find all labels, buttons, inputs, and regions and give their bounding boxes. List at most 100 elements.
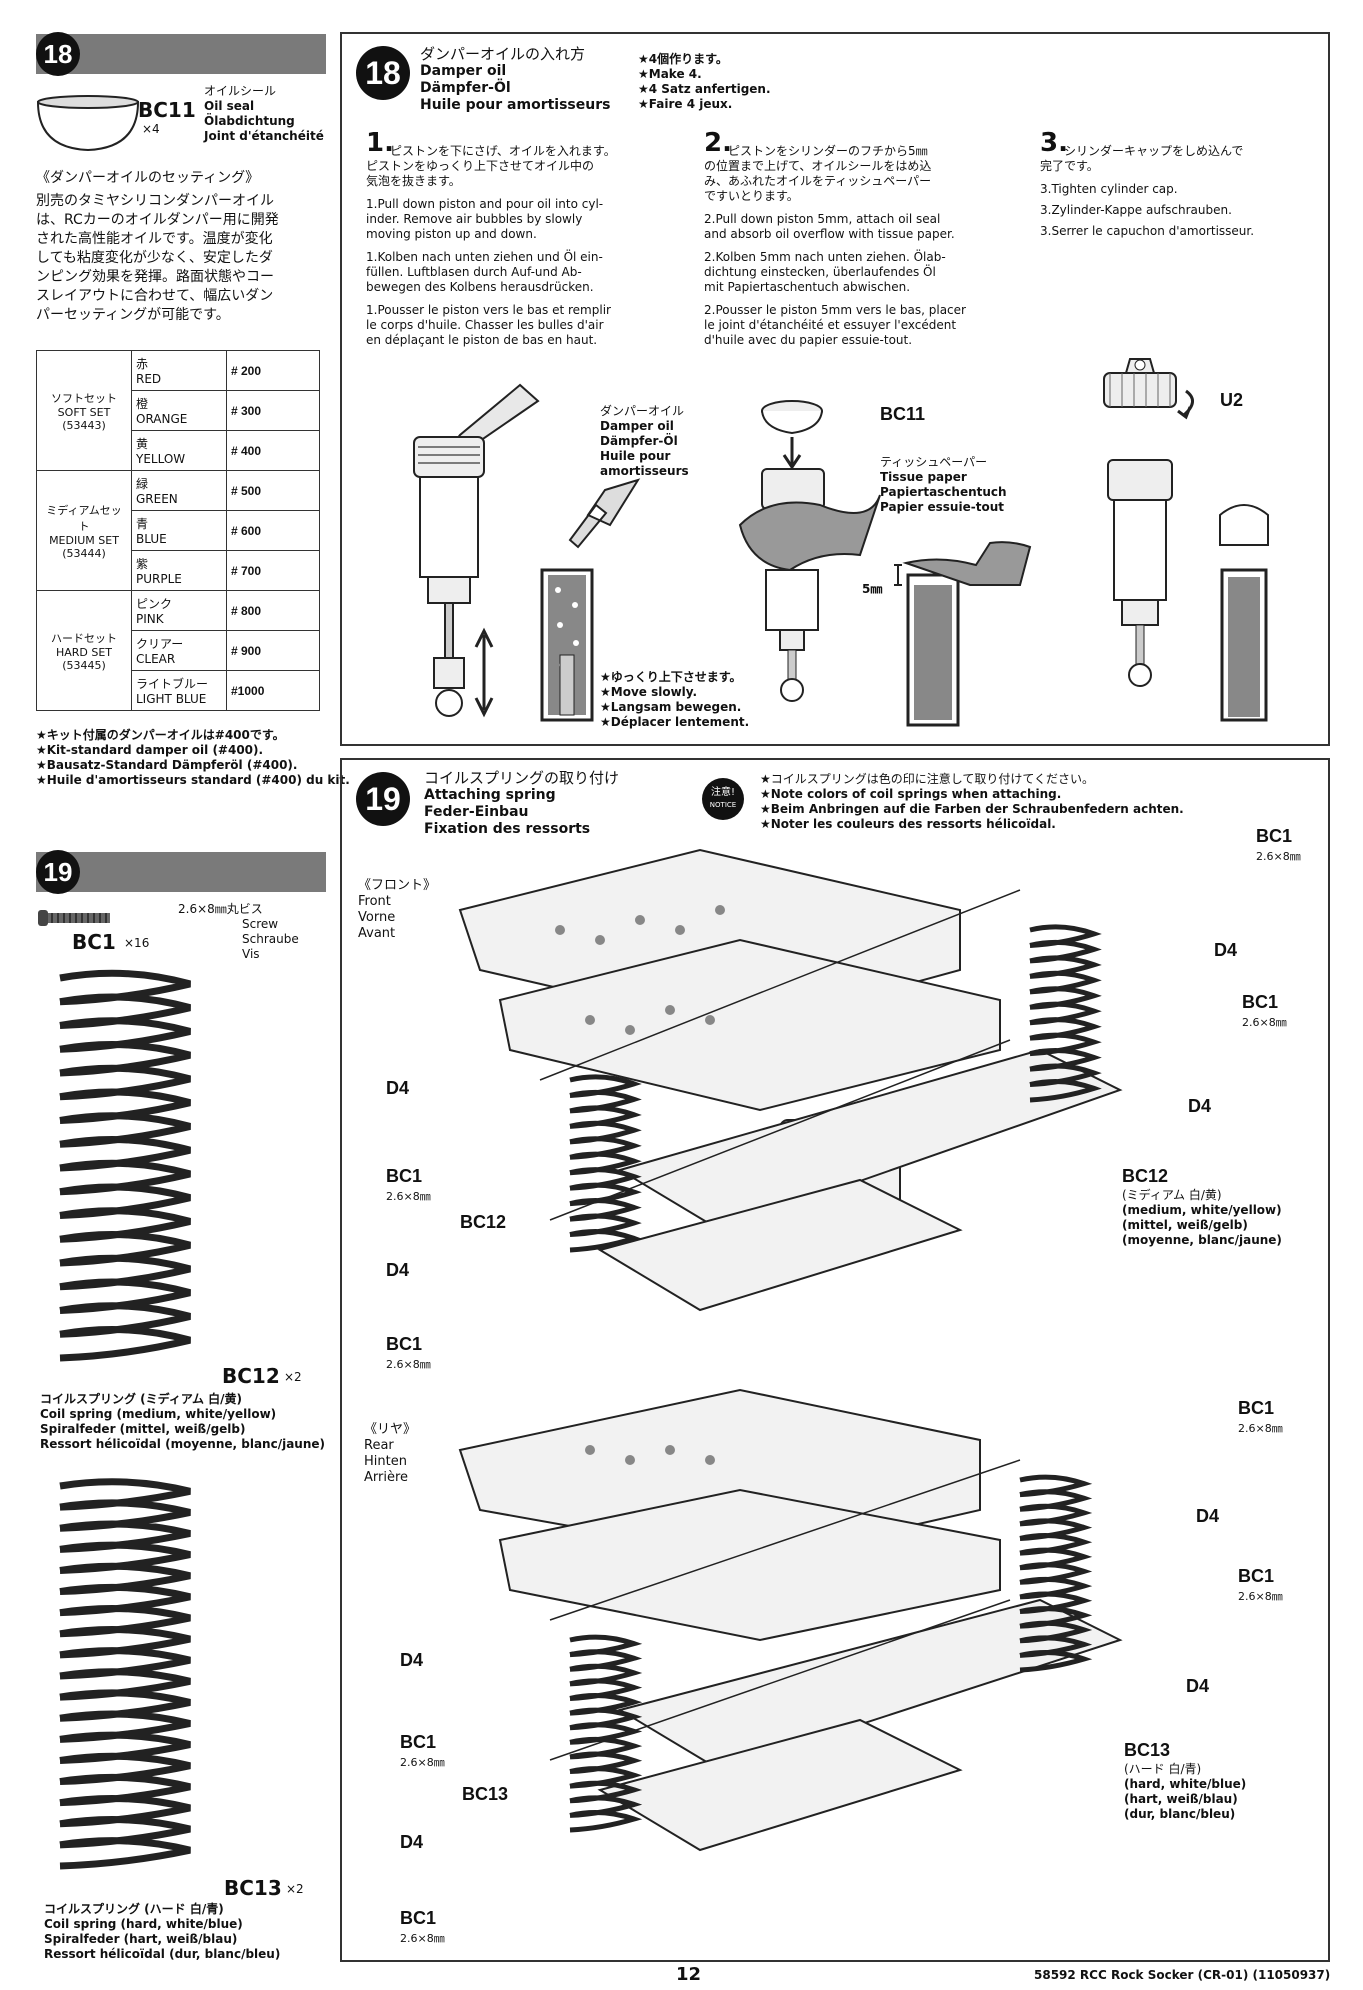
model-code: 58592 RCC Rock Socker (CR-01) (11050937): [1034, 1968, 1331, 1982]
rear-chassis-illustration: [458, 1388, 1123, 1852]
front-bc12-desc: (ミディアム 白/黄)(medium, white/yellow)(mittel…: [1122, 1188, 1282, 1247]
front-bc1-a: BC1: [1256, 826, 1293, 846]
rear-d4-b: D4: [1186, 1676, 1210, 1696]
front-chassis-illustration: [458, 848, 1123, 1312]
screw-icon: [38, 910, 110, 926]
cylinder-cap-illustration: [1103, 358, 1269, 722]
oil-500: # 500: [226, 470, 320, 511]
front-d4-c: D4: [386, 1078, 410, 1098]
oil-400: # 400: [226, 430, 320, 471]
front-bc1-b-size: 2.6×8㎜: [1242, 1016, 1287, 1029]
five-mm-label: 5㎜: [862, 582, 883, 596]
coil-path: [1019, 1474, 1093, 1673]
screw-qty: ×16: [124, 936, 150, 950]
front-bc1-a-size: 2.6×8㎜: [1256, 850, 1301, 863]
coil-path: [569, 1634, 643, 1833]
rear-bc13-right: BC13: [1124, 1740, 1171, 1760]
notice-badge: 注意!NOTICE: [702, 778, 744, 820]
screw-code: BC1: [72, 930, 116, 954]
step18-main-number: 18: [356, 46, 410, 100]
coil-path: [569, 1074, 642, 1253]
bc11-code: BC11: [138, 98, 196, 122]
step19-number: 19: [36, 850, 80, 894]
spring-bc12-icon: [59, 969, 191, 1362]
front-d4-d: D4: [386, 1260, 410, 1280]
bc13-code: BC13: [224, 1876, 282, 1900]
rear-bc1-a: BC1: [1238, 1398, 1275, 1418]
front-bc1-c: BC1: [386, 1166, 423, 1186]
rear-d4-c: D4: [400, 1650, 424, 1670]
oil-1000: #1000: [226, 670, 320, 711]
bc12-desc: コイルスプリング (ミディアム 白/黄)Coil spring (medium,…: [40, 1392, 326, 1451]
front-bc1-d-size: 2.6×8㎜: [386, 1358, 431, 1371]
oil-300: # 300: [226, 390, 320, 431]
oil-seal-install-illustration: [738, 400, 1032, 727]
rear-bc1-d-size: 2.6×8㎜: [400, 1932, 445, 1945]
oil-setting-title: 《ダンパーオイルのセッティング》: [36, 170, 260, 186]
rear-d4-d: D4: [400, 1832, 424, 1852]
rear-bc1-d: BC1: [400, 1908, 437, 1928]
front-d4-a: D4: [1214, 940, 1238, 960]
front-bc12-left: BC12: [460, 1212, 507, 1232]
substep3-number: 3.: [1040, 128, 1068, 158]
bc11-callout: BC11: [880, 404, 926, 424]
front-d4-b: D4: [1188, 1096, 1212, 1116]
u2-callout: U2: [1220, 390, 1244, 410]
bc11-qty: ×4: [142, 122, 160, 136]
move-slowly-note: ★ゆっくり上下させます。★Move slowly.★Langsam bewege…: [600, 670, 750, 729]
kit-oil-notes: ★キット付属のダンパーオイルは#400です。★Kit-standard damp…: [36, 728, 350, 787]
bc12-code: BC12: [222, 1364, 280, 1388]
substep2-number: 2.: [704, 128, 732, 158]
front-bc1-b: BC1: [1242, 992, 1279, 1012]
coil-path: [59, 969, 191, 1362]
page-number: 12: [676, 1964, 702, 1985]
bc12-qty: ×2: [284, 1370, 302, 1384]
step18-panel: [340, 32, 1330, 746]
coil-path: [59, 1478, 191, 1870]
oil-seal-icon: [36, 95, 140, 152]
rear-bc1-c: BC1: [400, 1732, 437, 1752]
step19-panel: [340, 758, 1330, 1962]
rear-d4-a: D4: [1196, 1506, 1220, 1526]
substep1-text: ピストンを下にさげ、オイルを入れます。ピストンをゆっくり上下させてオイル中の気泡…: [366, 144, 616, 347]
oil-800: # 800: [226, 590, 320, 631]
rear-bc1-c-size: 2.6×8㎜: [400, 1756, 445, 1769]
step18-header-bar: [36, 34, 326, 74]
rear-bc13-desc: (ハード 白/青)(hard, white/blue)(hart, weiß/b…: [1124, 1762, 1247, 1821]
rear-bc1-b-size: 2.6×8㎜: [1238, 1590, 1283, 1603]
oil-900: # 900: [226, 630, 320, 671]
damper-fill-illustration: [413, 383, 641, 722]
step18-number: 18: [36, 32, 80, 76]
rear-bc1-a-size: 2.6×8㎜: [1238, 1422, 1283, 1435]
substep3-text: シリンダーキャップをしめ込んで完了です。 3.Tighten cylinder …: [1040, 144, 1255, 238]
rear-bc13-left: BC13: [462, 1784, 509, 1804]
spring-bc13-icon: [59, 1478, 191, 1870]
step18-make-note: ★4個作ります。★Make 4.★4 Satz anfertigen.★Fair…: [638, 52, 771, 111]
bc13-desc: コイルスプリング (ハード 白/青)Coil spring (hard, whi…: [44, 1902, 281, 1961]
step19-header-bar: [36, 852, 326, 892]
notice-text: ★コイルスプリングは色の印に注意して取り付けてください。★Note colors…: [760, 772, 1184, 831]
oil-200: # 200: [226, 350, 320, 391]
rear-bc1-b: BC1: [1238, 1566, 1275, 1586]
coil-path: [1029, 924, 1102, 1103]
bc13-qty: ×2: [286, 1882, 304, 1896]
step19-main-number: 19: [356, 772, 410, 826]
substep1-number: 1.: [366, 128, 394, 158]
oil-600: # 600: [226, 510, 320, 551]
front-bc1-d: BC1: [386, 1334, 423, 1354]
front-bc1-c-size: 2.6×8㎜: [386, 1190, 431, 1203]
oil-setting-text: 別売のタミヤシリコンダンパーオイルは、RCカーのオイルダンパー用に開発された高性…: [36, 193, 279, 323]
